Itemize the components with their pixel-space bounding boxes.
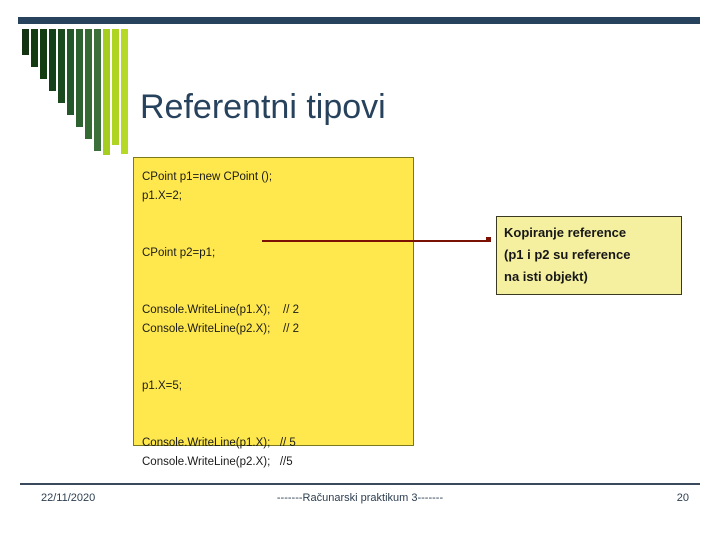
code-line: CPoint p1=new CPoint (); <box>142 171 273 183</box>
code-line-blank <box>142 415 413 434</box>
top-accent-rule <box>18 17 700 24</box>
decor-bar <box>94 29 101 151</box>
callout-line: na isti objekt) <box>504 269 588 284</box>
code-lines-container: CPoint p1=new CPoint (); p1.X=2; CPoint p2… <box>142 168 413 472</box>
connector-line <box>262 240 490 242</box>
decor-bar <box>112 29 119 145</box>
callout-lines-container: Kopiranje reference (p1 i p2 su reference… <box>504 222 675 288</box>
callout-line: Kopiranje reference <box>504 225 627 240</box>
decor-bar <box>67 29 74 115</box>
decor-bar <box>22 29 29 55</box>
code-line: Console.WriteLine(p2.X); // 2 <box>142 323 300 335</box>
code-line-blank <box>142 396 413 415</box>
decor-bar <box>40 29 47 79</box>
footer-course-label: -------Računarski praktikum 3------- <box>276 492 444 504</box>
code-line-blank <box>142 339 413 358</box>
code-line: p1.X=5; <box>142 380 182 392</box>
code-snippet-box: CPoint p1=new CPoint (); p1.X=2; CPoint p2… <box>133 157 414 468</box>
code-line-blank <box>142 358 413 377</box>
decor-bar <box>58 29 65 103</box>
decor-bar <box>85 29 92 139</box>
page-title: Referentni tipovi <box>140 87 386 126</box>
footer-date: 22/11/2020 <box>41 492 96 504</box>
callout-line: (p1 i p2 su reference <box>504 247 631 262</box>
code-line: Console.WriteLine(p1.X); // 5 <box>142 437 296 449</box>
decorative-bars-graphic <box>22 29 132 155</box>
decor-bar <box>103 29 110 155</box>
footer-page-number: 20 <box>676 492 689 504</box>
decor-bar <box>76 29 83 127</box>
decor-bar <box>49 29 56 91</box>
code-line: CPoint p2=p1; <box>142 247 216 259</box>
annotation-callout-box: Kopiranje reference (p1 i p2 su reference… <box>496 216 682 295</box>
code-line-blank <box>142 206 413 225</box>
connector-endpoint-marker <box>486 237 491 242</box>
code-line-blank <box>142 263 413 282</box>
code-line: p1.X=2; <box>142 190 182 202</box>
code-line-blank <box>142 282 413 301</box>
code-line: Console.WriteLine(p2.X); //5 <box>142 456 293 468</box>
decor-bar <box>121 29 128 154</box>
footer-divider <box>20 483 700 485</box>
decor-bar <box>31 29 38 67</box>
code-line: Console.WriteLine(p1.X); // 2 <box>142 304 300 316</box>
